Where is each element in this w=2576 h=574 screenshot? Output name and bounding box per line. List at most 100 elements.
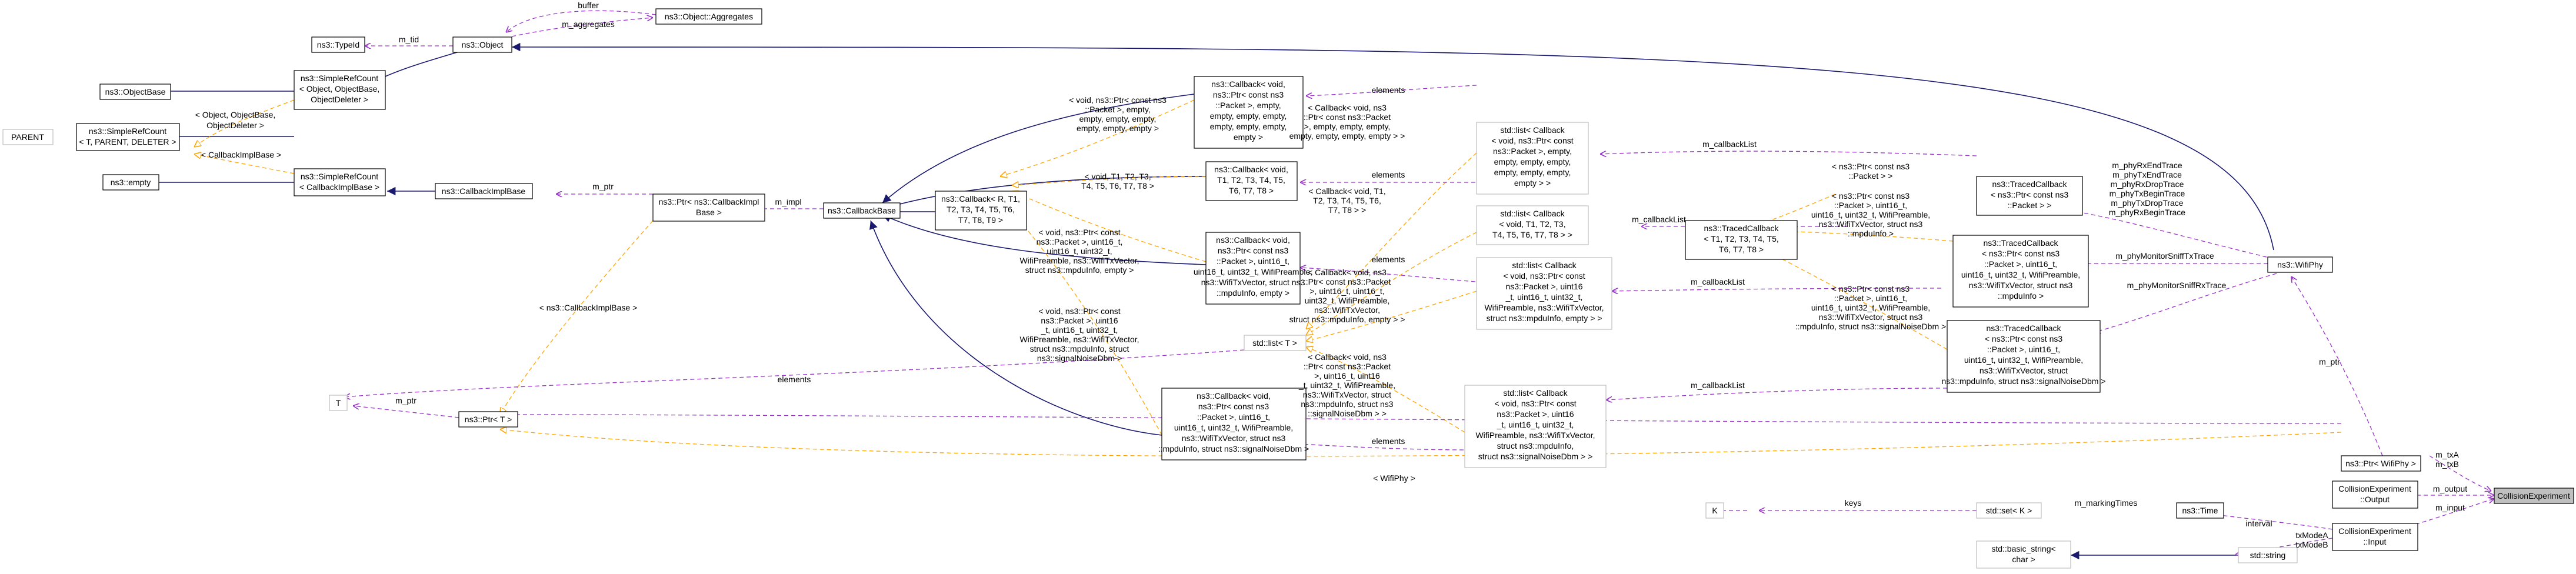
node-label: < T, PARENT, DELETER > <box>79 137 176 146</box>
node-list-packet[interactable]: std::list< Callback < void, ns3::Ptr< co… <box>1476 122 1589 195</box>
node-tracedcallback-mpdu[interactable]: ns3::TracedCallback < ns3::Ptr< const ns… <box>1952 235 2089 308</box>
edge-label: _t, uint16_t, uint32_t, <box>1041 325 1118 335</box>
node-string[interactable]: std::string <box>2238 547 2298 563</box>
node-label: ns3::WifiTxVector, struct ns3 <box>1201 278 1305 287</box>
node-label: T2, T3, T4, T5, T6, <box>947 205 1015 214</box>
node-wifiphy[interactable]: ns3::WifiPhy <box>2267 256 2333 273</box>
node-ce-output[interactable]: CollisionExperiment ::Output <box>2332 480 2418 509</box>
node-label: T1, T2, T3, T4, T5, <box>1217 175 1285 185</box>
node-simplerefcount-object[interactable]: ns3::SimpleRefCount < Object, ObjectBase… <box>294 70 386 110</box>
edge-label: txModeA <box>2295 530 2328 540</box>
node-label: ns3::Callback< void, <box>1216 235 1290 245</box>
node-callbackbase[interactable]: ns3::CallbackBase <box>823 202 901 219</box>
node-label: ns3::SimpleRefCount <box>301 74 378 83</box>
node-k[interactable]: K <box>1705 502 1724 519</box>
edge-usage <box>1600 151 1977 156</box>
node-label: ::Output <box>2360 495 2390 504</box>
node-label: ns3::WifiPhy <box>2277 260 2323 269</box>
node-label: ::Packet > > <box>2008 201 2052 210</box>
node-label: ::Packet >, uint16_t, <box>1987 345 2060 354</box>
edge-label: < void, T1, T2, T3, <box>1084 172 1151 181</box>
edge-label: m_phyTxBeginTrace <box>2110 189 2185 198</box>
edge-label: m_phyTxEndTrace <box>2112 170 2182 179</box>
edge-template <box>1012 191 1207 262</box>
node-callback-void-mpdu[interactable]: ns3::Callback< void, ns3::Ptr< const ns3… <box>1194 232 1312 305</box>
nodes: ns3::TypeId ns3::Object ns3::Object::Agg… <box>2 8 2574 569</box>
node-ptr-callbackimpl[interactable]: ns3::Ptr< ns3::CallbackImpl Base > <box>652 193 765 222</box>
node-label: PARENT <box>11 132 44 142</box>
edge-label: ns3::mpduInfo, struct ns3 <box>1301 399 1393 409</box>
node-label: ns3::TracedCallback <box>1992 179 2067 189</box>
node-label: ns3::Callback< void, <box>1197 391 1271 401</box>
node-label: _t, uint16_t, uint32_t, <box>1505 292 1583 302</box>
edge-label: m_ptr <box>592 182 614 191</box>
edge-label: ::mpduInfo, struct ns3::signalNoiseDbm > <box>1795 322 1946 331</box>
node-label: ns3::TracedCallback <box>1704 223 1779 233</box>
edge-usage <box>2203 513 2333 530</box>
node-parent[interactable]: PARENT <box>2 129 54 145</box>
node-callback-void-snr[interactable]: ns3::Callback< void, ns3::Ptr< const ns3… <box>1158 388 1309 460</box>
node-label: ::Packet >, uint16_t, <box>1197 412 1270 422</box>
node-list-t[interactable]: std::list< Callback < void, T1, T2, T3, … <box>1476 205 1589 245</box>
node-typeid[interactable]: ns3::TypeId <box>311 36 365 53</box>
edge-template <box>1741 193 1836 229</box>
node-label: ns3::Object::Aggregates <box>665 12 753 21</box>
node-label: CollisionExperiment <box>2338 526 2411 536</box>
edge-label: ::Ptr< const ns3::Packet <box>1304 362 1391 371</box>
edge-usage <box>2429 455 2491 491</box>
node-empty[interactable]: ns3::empty <box>102 174 159 191</box>
node-label: std::list< Callback <box>1500 125 1565 135</box>
node-collision-experiment[interactable]: CollisionExperiment <box>2494 488 2574 504</box>
node-simplerefcount-t[interactable]: ns3::SimpleRefCount < T, PARENT, DELETER… <box>76 123 180 151</box>
node-label: CollisionExperiment <box>2338 484 2411 493</box>
node-tracedcallback-snr[interactable]: ns3::TracedCallback < ns3::Ptr< const ns… <box>1942 320 2106 393</box>
node-simplerefcount-callback[interactable]: ns3::SimpleRefCount < CallbackImplBase > <box>294 168 386 196</box>
node-basic-string[interactable]: std::basic_string< char > <box>1976 540 2071 569</box>
node-objectbase[interactable]: ns3::ObjectBase <box>99 84 171 100</box>
node-list-mpdu[interactable]: std::list< Callback < void, ns3::Ptr< co… <box>1476 257 1612 330</box>
node-label: T6, T7, T8 > <box>1229 186 1274 195</box>
node-ptr-wifiphy[interactable]: ns3::Ptr< WifiPhy > <box>2341 455 2421 472</box>
node-label: T <box>336 398 341 408</box>
edge-labels: buffer m_aggregates m_tid < Object, Obje… <box>195 1 2468 549</box>
edge-label: m_phyMonitorSniffRxTrace <box>2127 281 2227 290</box>
node-time[interactable]: ns3::Time <box>2176 502 2224 519</box>
edge-label: m_tid <box>399 35 419 44</box>
edge-label: m_output <box>2433 484 2467 493</box>
node-callback-void-t[interactable]: ns3::Callback< void, T1, T2, T3, T4, T5,… <box>1205 161 1298 201</box>
node-t[interactable]: T <box>329 395 348 411</box>
node-list-snr[interactable]: std::list< Callback < void, ns3::Ptr< co… <box>1464 385 1607 468</box>
edge-label: < Callback< void, ns3 <box>1308 268 1387 277</box>
edge-label: uint16_t, uint32_t, WifiPreamble, <box>1811 303 1930 312</box>
node-aggregates[interactable]: ns3::Object::Aggregates <box>655 8 762 25</box>
node-callbackimplbase[interactable]: ns3::CallbackImplBase <box>435 183 533 199</box>
node-object[interactable]: ns3::Object <box>452 36 512 53</box>
node-label: < void, ns3::Ptr< const <box>1503 271 1585 281</box>
edge-label: ns3::WifiTxVector, <box>1314 305 1380 315</box>
node-callback-r[interactable]: ns3::Callback< R, T1, T2, T3, T4, T5, T6… <box>935 191 1027 231</box>
node-ce-input[interactable]: CollisionExperiment ::Input <box>2332 523 2418 551</box>
node-ptr-t[interactable]: ns3::Ptr< T > <box>458 411 518 428</box>
node-label: ::Input <box>2364 537 2387 546</box>
node-set-k[interactable]: std::set< K > <box>1976 502 2042 519</box>
edge-inherit <box>882 214 1207 265</box>
node-label: empty, empty, empty, <box>1494 157 1571 166</box>
node-callback-void-packet[interactable]: ns3::Callback< void, ns3::Ptr< const ns3… <box>1194 76 1304 149</box>
edge-label: ns3::signalNoiseDbm > <box>1037 353 1122 363</box>
node-list-generic[interactable]: std::list< T > <box>1244 335 1307 351</box>
edge-label: m_aggregates <box>562 19 615 29</box>
edge-label: elements <box>1372 85 1405 95</box>
node-label: < ns3::Ptr< const ns3 <box>1982 249 2060 258</box>
edge-label: m_phyMonitorSniffTxTrace <box>2115 251 2214 261</box>
edge-template <box>1306 232 1477 335</box>
node-tracedcallback-t[interactable]: ns3::TracedCallback < T1, T2, T3, T4, T5… <box>1685 220 1798 260</box>
edge-label: >, uint16_t, uint16 <box>1314 371 1380 381</box>
edge-label: m_txB <box>2435 459 2459 469</box>
node-label: empty, empty, empty, <box>1494 168 1571 177</box>
node-label: T4, T5, T6, T7, T8 > > <box>1492 230 1572 239</box>
node-label: std::list< T > <box>1252 338 1297 348</box>
node-tracedcallback-packet[interactable]: ns3::TracedCallback < ns3::Ptr< const ns… <box>1976 176 2083 216</box>
node-label: ns3::Packet >, empty, <box>1493 146 1572 156</box>
edge-label: T4, T5, T6, T7, T8 > <box>1081 181 1154 191</box>
